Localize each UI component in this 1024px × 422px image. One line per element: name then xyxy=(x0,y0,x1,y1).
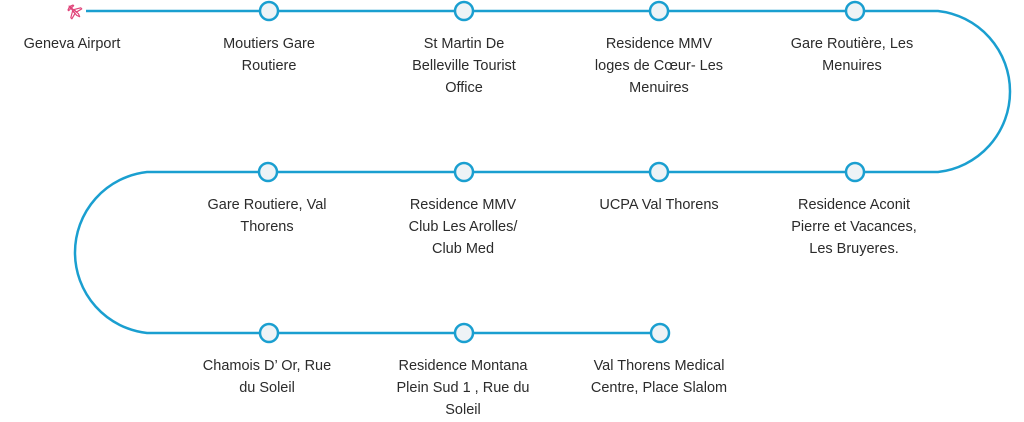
stop-node-8 xyxy=(257,161,279,183)
stop-label-mmv-loges: Residence MMV loges de Cœur- Les Menuire… xyxy=(594,36,724,96)
stop-node-2 xyxy=(453,0,475,22)
stop-node-11 xyxy=(649,322,671,344)
stop-label-geneva-airport: Geneva Airport xyxy=(23,36,121,52)
stop-label-ucpa: UCPA Val Thorens xyxy=(599,197,719,213)
stop-node-9 xyxy=(258,322,280,344)
stop-label-montana: Residence Montana Plein Sud 1 , Rue du S… xyxy=(396,358,530,418)
stop-label-gare-menuires: Gare Routière, Les Menuires xyxy=(790,36,914,74)
stop-label-st-martin: St Martin De Belleville Tourist Office xyxy=(412,36,516,96)
stop-node-1 xyxy=(258,0,280,22)
stop-node-3 xyxy=(648,0,670,22)
stop-label-medical-centre: Val Thorens Medical Centre, Place Slalom xyxy=(590,358,728,396)
route-line xyxy=(73,9,1012,335)
stop-node-6 xyxy=(648,161,670,183)
stop-node-4 xyxy=(844,0,866,22)
stop-node-7 xyxy=(453,161,475,183)
stop-label-moutiers: Moutiers Gare Routiere xyxy=(223,36,315,74)
stop-label-gare-val-thorens: Gare Routiere, Val Thorens xyxy=(207,197,327,235)
stop-node-5 xyxy=(844,161,866,183)
stop-node-10 xyxy=(453,322,475,344)
stop-label-mmv-arolles: Residence MMV Club Les Arolles/ Club Med xyxy=(408,197,518,257)
stop-label-chamois: Chamois D’ Or, Rue du Soleil xyxy=(202,358,332,396)
stop-label-aconit: Residence Aconit Pierre et Vacances, Les… xyxy=(791,197,917,257)
airplane-icon xyxy=(67,4,83,20)
